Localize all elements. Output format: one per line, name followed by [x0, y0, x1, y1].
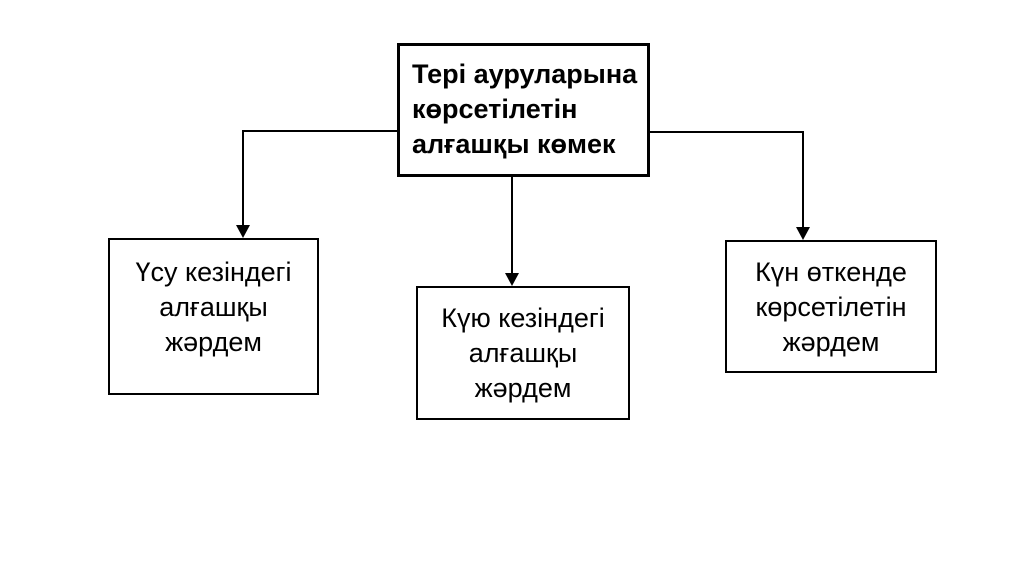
connector-middle-vertical	[511, 177, 513, 274]
connector-right-vertical	[802, 131, 804, 227]
connector-left-vertical	[242, 130, 244, 225]
node-root-line: Тері ауруларына	[412, 59, 638, 89]
node-right-line: көрсетілетін	[755, 292, 907, 322]
arrow-down-icon	[796, 227, 810, 240]
node-root-line: алғашқы көмек	[412, 129, 616, 159]
node-left-line: Үсу кезіндегі	[135, 257, 292, 287]
arrow-down-icon	[505, 273, 519, 286]
connector-left-horizontal	[242, 130, 397, 132]
node-right-line: Күн өткенде	[755, 257, 907, 287]
node-middle-line: алғашқы	[468, 338, 578, 368]
flowchart-node-frostbite-aid: Үсу кезіндегі алғашқы жәрдем	[108, 238, 319, 395]
node-right-line: жәрдем	[782, 327, 880, 357]
arrow-down-icon	[236, 225, 250, 238]
connector-right-horizontal	[650, 131, 804, 133]
node-left-line: жәрдем	[165, 327, 262, 357]
node-middle-line: Күю кезіндегі	[441, 303, 605, 333]
node-left-line: алғашқы	[159, 292, 268, 322]
flowchart-node-burn-aid: Күю кезіндегі алғашқы жәрдем	[416, 286, 630, 420]
node-middle-line: жәрдем	[474, 373, 572, 403]
flowchart-node-root: Тері ауруларына көрсетілетін алғашқы көм…	[397, 43, 650, 177]
node-root-line: көрсетілетін	[412, 94, 578, 124]
flowchart-node-sunstroke-aid: Күн өткенде көрсетілетін жәрдем	[725, 240, 937, 373]
